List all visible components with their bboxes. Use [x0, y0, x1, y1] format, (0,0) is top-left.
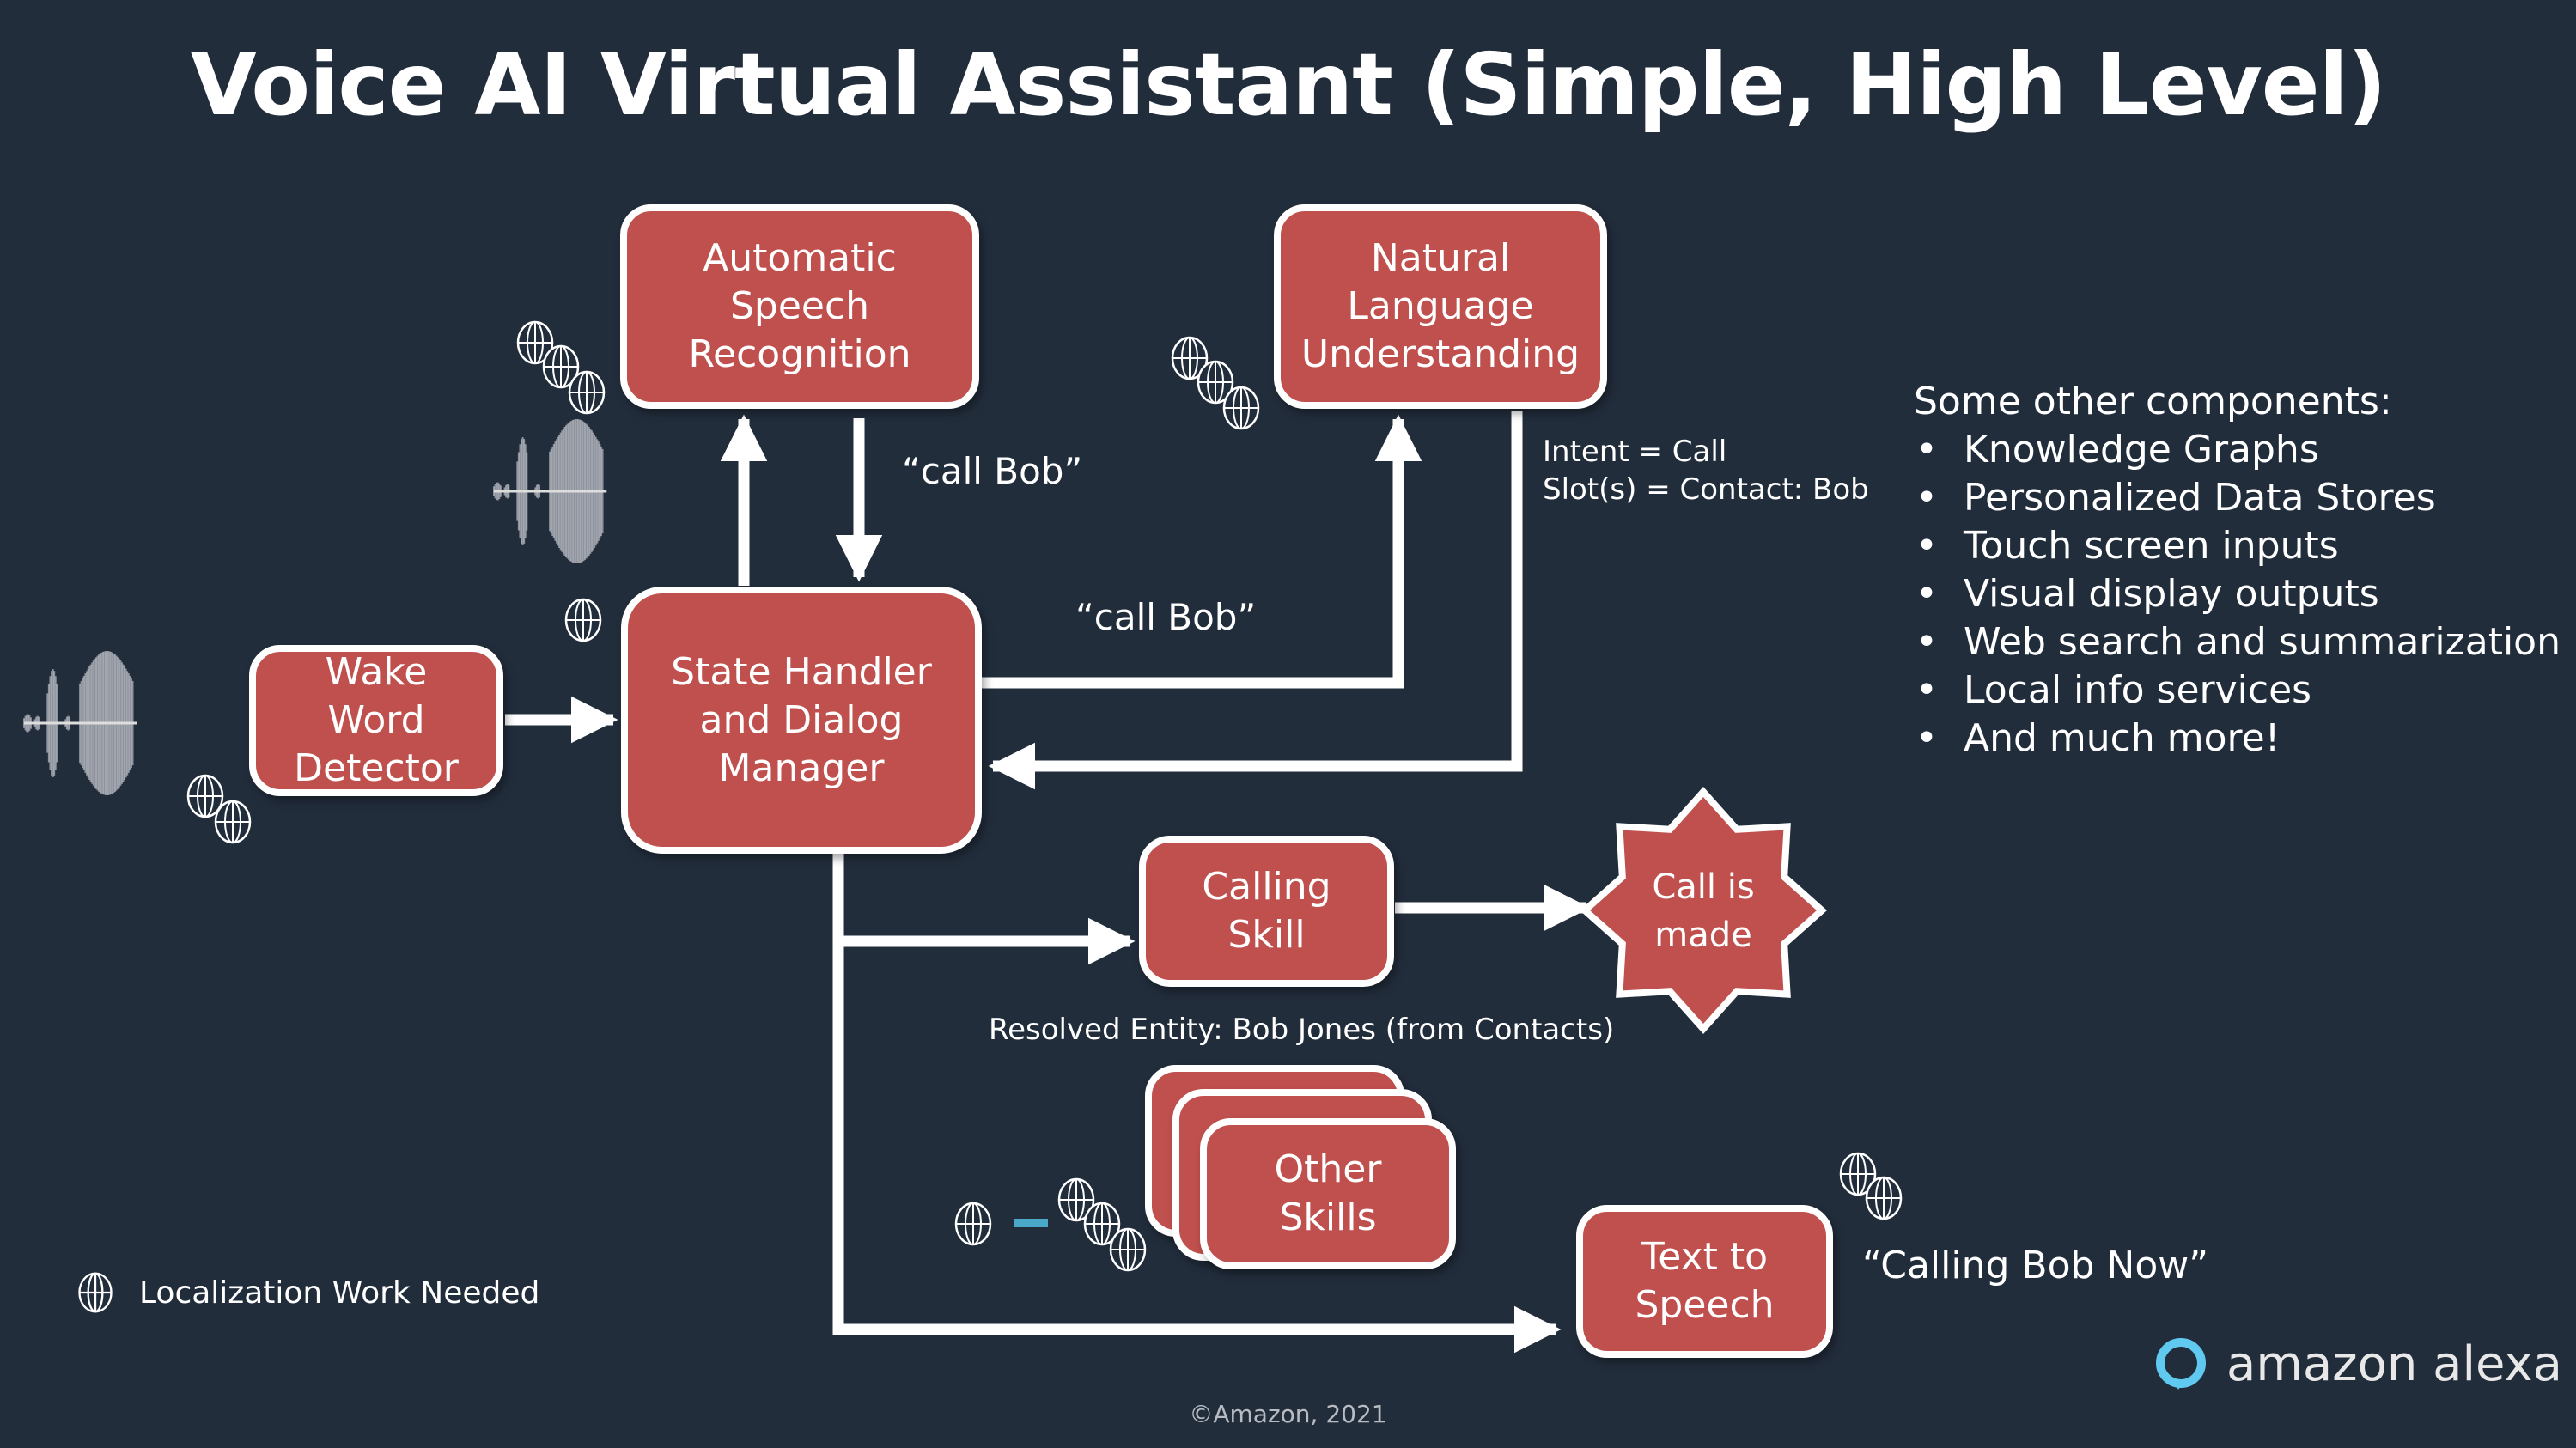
globe-icon: [1109, 1227, 1147, 1272]
call-made-star: [1579, 786, 1828, 1035]
other-component-item: Visual display outputs: [1914, 570, 2561, 618]
amazon-alexa-logo: amazon alexa: [2154, 1336, 2562, 1392]
arrow-state-to-nlu: [982, 414, 1422, 689]
globe-icon: [214, 800, 252, 844]
globe-icon: [1171, 336, 1209, 380]
node-asr[interactable]: Automatic Speech Recognition: [620, 204, 979, 409]
globe-icon: [1057, 1177, 1095, 1222]
label-intent: Intent = Call: [1543, 435, 1727, 469]
globe-icon: [542, 344, 580, 389]
globe-icon: [1222, 386, 1260, 430]
node-wake-word[interactable]: Wake Word Detector: [249, 645, 503, 796]
audio-waveform-icon: [23, 651, 137, 795]
node-label: Other Skills: [1274, 1147, 1382, 1239]
other-components-heading: Some other components:: [1914, 380, 2392, 423]
other-component-item: Touch screen inputs: [1914, 522, 2561, 570]
label-asr-output: “call Bob”: [902, 450, 1083, 492]
other-components-panel: Some other components: Knowledge GraphsP…: [1914, 378, 2561, 763]
node-label: Text to Speech: [1635, 1235, 1775, 1327]
audio-waveform-icon: [493, 419, 607, 563]
other-component-item: Web search and summarization: [1914, 618, 2561, 666]
node-state-handler[interactable]: State Handler and Dialog Manager: [621, 587, 982, 854]
globe-icon: [1083, 1202, 1121, 1246]
node-label: Automatic Speech Recognition: [688, 236, 911, 376]
legend-text: Localization Work Needed: [139, 1275, 540, 1311]
label-resolved-entity: Resolved Entity: Bob Jones (from Contact…: [989, 1013, 1615, 1047]
node-call-made[interactable]: Call is made: [1652, 867, 1755, 955]
other-components-list: Knowledge GraphsPersonalized Data Stores…: [1914, 426, 2561, 763]
node-label: State Handler and Dialog Manager: [671, 649, 932, 790]
globe-icon: [568, 370, 606, 415]
other-component-item: Knowledge Graphs: [1914, 426, 2561, 474]
label-tts-output: “Calling Bob Now”: [1862, 1244, 2209, 1287]
arrow-state-to-tts: [832, 854, 1562, 1354]
globe-icon: [78, 1272, 113, 1313]
label-nlu-input: “call Bob”: [1075, 596, 1257, 638]
globe-icon: [516, 320, 554, 365]
alexa-ring-icon: [2156, 1337, 2206, 1390]
label-slots: Slot(s) = Contact: Bob: [1543, 472, 1869, 507]
node-label: Calling Skill: [1202, 865, 1331, 957]
copyright-footer: ©Amazon, 2021: [1189, 1400, 1387, 1428]
other-component-item: Personalized Data Stores: [1914, 474, 2561, 522]
node-calling-skill[interactable]: Calling Skill: [1139, 836, 1394, 987]
other-component-item: Local info services: [1914, 666, 2561, 715]
node-tts[interactable]: Text to Speech: [1576, 1205, 1833, 1358]
page-title: Voice AI Virtual Assistant (Simple, High…: [190, 34, 2386, 135]
arrow-nlu-to-state: [988, 411, 1523, 790]
globe-icon: [1839, 1152, 1877, 1196]
node-label: Wake Word Detector: [294, 650, 459, 790]
other-component-item: And much more!: [1914, 715, 2561, 763]
logo-text: amazon alexa: [2226, 1336, 2562, 1392]
node-other-skills[interactable]: Other Skills: [1200, 1118, 1456, 1269]
globe-icon: [954, 1202, 992, 1246]
node-label: Natural Language Understanding: [1300, 236, 1580, 376]
globe-icon: [1197, 360, 1234, 405]
globe-icon: [186, 774, 224, 818]
legend: Localization Work Needed: [74, 1271, 539, 1314]
node-nlu[interactable]: Natural Language Understanding: [1274, 204, 1607, 409]
globe-icon: [564, 598, 602, 642]
globe-icon: [1865, 1176, 1903, 1220]
